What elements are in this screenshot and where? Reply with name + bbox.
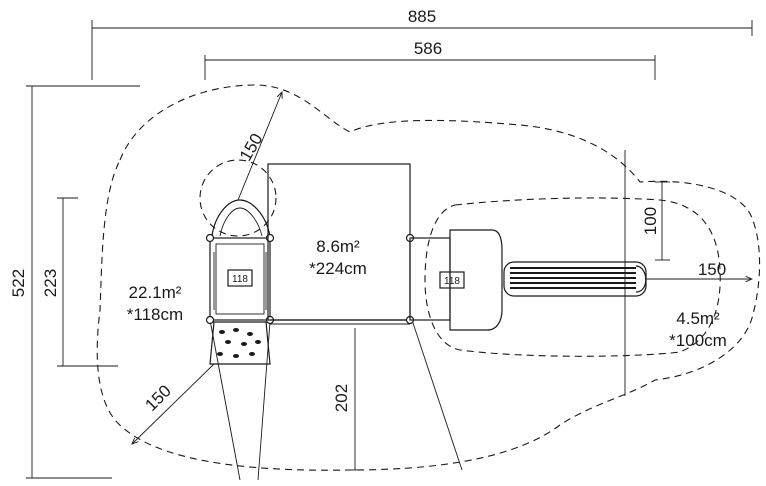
right-tower-tag-label: 118 — [444, 276, 460, 287]
area-right-height: *100cm — [669, 331, 727, 350]
leader-line-1 — [209, 319, 241, 481]
dim-label-overall-height: 522 — [9, 269, 28, 297]
hatched-safety-area — [424, 197, 721, 357]
dimension-left-height: 223 — [41, 197, 118, 367]
dimension-radius-top-left: 150 — [236, 92, 282, 201]
dim-label-radius-top-left: 150 — [236, 130, 267, 164]
area-left-height: *118cm — [127, 305, 183, 324]
dimension-bottom-clearance: 202 — [332, 328, 362, 471]
dimension-overall-width: 885 — [91, 7, 753, 80]
area-left-size: 22.1m² — [129, 283, 182, 302]
dimension-radius-right: 150 — [645, 260, 752, 279]
slide — [503, 261, 647, 297]
left-tower-tag — [227, 269, 253, 287]
left-tower-tag-label: 118 — [232, 274, 248, 285]
dimension-inner-width: 586 — [204, 39, 656, 80]
safety-zone-outline — [96, 84, 761, 471]
dim-label-overall-width: 885 — [408, 7, 436, 26]
dim-label-radius-right: 150 — [698, 260, 726, 279]
area-center-height: *224cm — [309, 259, 367, 278]
right-tower: 118 — [409, 229, 503, 331]
dimension-radius-bottom-left: 150 — [132, 363, 215, 444]
dimension-offset-right: 100 — [641, 181, 670, 261]
dimension-overall-height: 522 — [9, 85, 140, 479]
dim-label-inner-width: 586 — [414, 39, 442, 58]
arch-climber — [211, 199, 271, 237]
area-center-size: 8.6m² — [316, 237, 360, 256]
dim-label-radius-bottom-left: 150 — [141, 381, 174, 414]
right-tower-tag — [439, 271, 465, 289]
left-tower: 118 — [205, 233, 275, 325]
circular-safety-zone — [199, 159, 277, 237]
dim-label-left-height: 223 — [41, 269, 60, 297]
dim-label-offset-right: 100 — [641, 207, 660, 235]
area-right-size: 4.5m² — [676, 309, 720, 328]
leader-line-3 — [411, 319, 463, 471]
climbing-wall — [209, 321, 271, 365]
dim-label-bottom-clearance: 202 — [332, 384, 351, 412]
